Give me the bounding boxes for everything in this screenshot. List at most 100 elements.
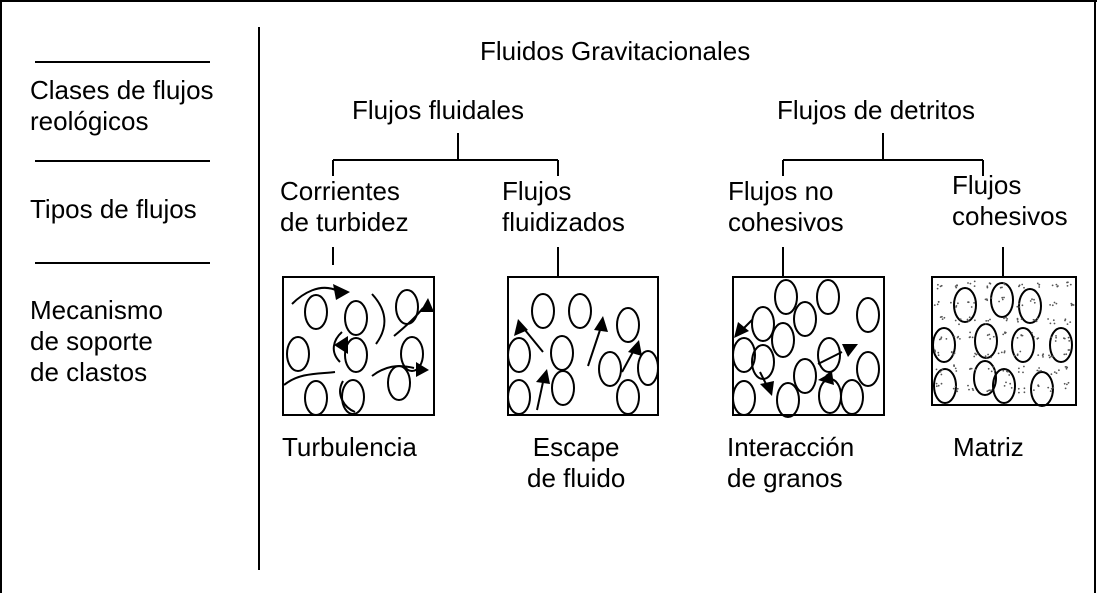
matrix-speckle bbox=[1058, 369, 1060, 372]
matrix-speckle bbox=[1055, 372, 1058, 374]
matrix-speckle bbox=[1038, 370, 1040, 372]
matrix-speckle bbox=[1048, 356, 1051, 359]
mechanism-turbulence: Turbulencia bbox=[282, 432, 417, 462]
matrix-speckle bbox=[1066, 285, 1069, 287]
matrix-speckle bbox=[992, 335, 995, 338]
matrix-speckle bbox=[935, 368, 938, 371]
matrix-speckle bbox=[1002, 333, 1005, 336]
matrix-speckle bbox=[1020, 318, 1023, 320]
matrix-speckle bbox=[954, 319, 957, 322]
matrix-speckle bbox=[986, 285, 989, 288]
matrix-speckle bbox=[1050, 355, 1052, 358]
matrix-speckle bbox=[968, 316, 971, 319]
label-flow-types: Tipos de flujos bbox=[30, 194, 197, 224]
matrix-speckle bbox=[1021, 283, 1024, 286]
matrix-speckle bbox=[989, 318, 991, 321]
matrix-speckle bbox=[1040, 369, 1042, 372]
matrix-speckle bbox=[984, 323, 987, 325]
matrix-speckle bbox=[1003, 350, 1006, 352]
matrix-speckle bbox=[935, 385, 938, 388]
label-support-mechanism: Mecanismo de soporte de clastos bbox=[30, 295, 163, 387]
matrix-speckle bbox=[953, 335, 956, 338]
matrix-speckle bbox=[1010, 387, 1013, 389]
matrix-speckle bbox=[1052, 355, 1054, 358]
matrix-speckle bbox=[940, 284, 943, 287]
matrix-speckle bbox=[974, 369, 977, 371]
flow-type-noncohesive-flows: Flujos no cohesivos bbox=[728, 176, 844, 237]
matrix-speckle bbox=[1001, 296, 1004, 299]
matrix-speckle bbox=[1018, 367, 1020, 370]
matrix-speckle bbox=[1047, 318, 1049, 320]
matrix-speckle bbox=[1007, 370, 1009, 373]
matrix-speckle bbox=[1003, 317, 1005, 320]
matrix-speckle bbox=[1051, 284, 1054, 287]
matrix-speckle bbox=[940, 336, 943, 339]
matrix-speckle bbox=[959, 338, 961, 340]
matrix-speckle bbox=[1047, 386, 1050, 389]
matrix-speckle bbox=[957, 335, 960, 338]
matrix-speckle bbox=[1064, 366, 1067, 368]
matrix-speckle bbox=[986, 390, 989, 393]
matrix-speckle bbox=[1050, 336, 1053, 339]
matrix-speckle bbox=[1033, 389, 1035, 391]
matrix-speckle bbox=[934, 350, 936, 353]
matrix-speckle bbox=[997, 352, 1000, 355]
box-matrix-speckles bbox=[933, 280, 1075, 394]
matrix-speckle bbox=[1066, 281, 1068, 284]
matrix-speckle bbox=[1055, 336, 1057, 339]
matrix-speckle bbox=[1055, 283, 1058, 286]
matrix-speckle bbox=[1003, 296, 1005, 299]
matrix-speckle bbox=[1003, 351, 1006, 354]
matrix-speckle bbox=[1057, 285, 1059, 287]
matrix-speckle bbox=[986, 334, 989, 337]
matrix-speckle bbox=[1006, 318, 1009, 320]
matrix-speckle bbox=[972, 389, 975, 391]
matrix-speckle bbox=[1036, 337, 1039, 340]
matrix-speckle bbox=[956, 387, 959, 390]
matrix-speckle bbox=[1051, 304, 1054, 307]
matrix-speckle bbox=[1049, 304, 1051, 306]
matrix-speckle bbox=[1017, 387, 1020, 390]
matrix-speckle bbox=[1069, 283, 1072, 286]
matrix-speckle bbox=[1042, 356, 1044, 358]
matrix-speckle bbox=[1068, 349, 1071, 351]
matrix-speckle bbox=[1063, 353, 1066, 356]
matrix-speckle bbox=[987, 367, 990, 370]
matrix-speckle bbox=[1005, 319, 1008, 322]
matrix-speckle bbox=[1031, 331, 1033, 334]
matrix-speckle bbox=[939, 370, 942, 373]
matrix-speckle bbox=[1065, 353, 1068, 356]
matrix-speckle bbox=[941, 369, 944, 371]
matrix-speckle bbox=[974, 319, 976, 322]
debris-bracket bbox=[782, 133, 984, 176]
matrix-speckle bbox=[989, 282, 992, 285]
matrix-speckle bbox=[1053, 322, 1056, 325]
matrix-speckle bbox=[987, 353, 989, 356]
matrix-speckle bbox=[1067, 381, 1070, 384]
matrix-speckle bbox=[1023, 387, 1026, 390]
matrix-speckle bbox=[938, 338, 941, 341]
matrix-speckle bbox=[1001, 286, 1003, 289]
matrix-speckle bbox=[1033, 336, 1035, 338]
matrix-speckle bbox=[1034, 319, 1036, 321]
matrix-speckle bbox=[973, 355, 976, 358]
matrix-speckle bbox=[1037, 354, 1040, 356]
matrix-speckle bbox=[969, 368, 971, 370]
matrix-speckle bbox=[1002, 369, 1005, 372]
matrix-speckle bbox=[934, 349, 936, 352]
matrix-speckle bbox=[936, 303, 939, 306]
diagram-title: Fluidos Gravitacionales bbox=[480, 36, 751, 66]
matrix-speckle bbox=[1013, 354, 1016, 357]
matrix-speckle bbox=[937, 283, 939, 286]
box-matrix bbox=[931, 276, 1077, 407]
matrix-speckle bbox=[957, 302, 959, 305]
matrix-speckle bbox=[986, 286, 989, 289]
matrix-speckle bbox=[953, 352, 956, 354]
matrix-speckle bbox=[1008, 374, 1011, 376]
matrix-speckle bbox=[1049, 390, 1052, 392]
box-fluid-escape bbox=[507, 276, 659, 416]
matrix-speckle bbox=[954, 385, 957, 388]
matrix-speckle bbox=[966, 318, 969, 321]
matrix-speckle bbox=[935, 382, 938, 385]
